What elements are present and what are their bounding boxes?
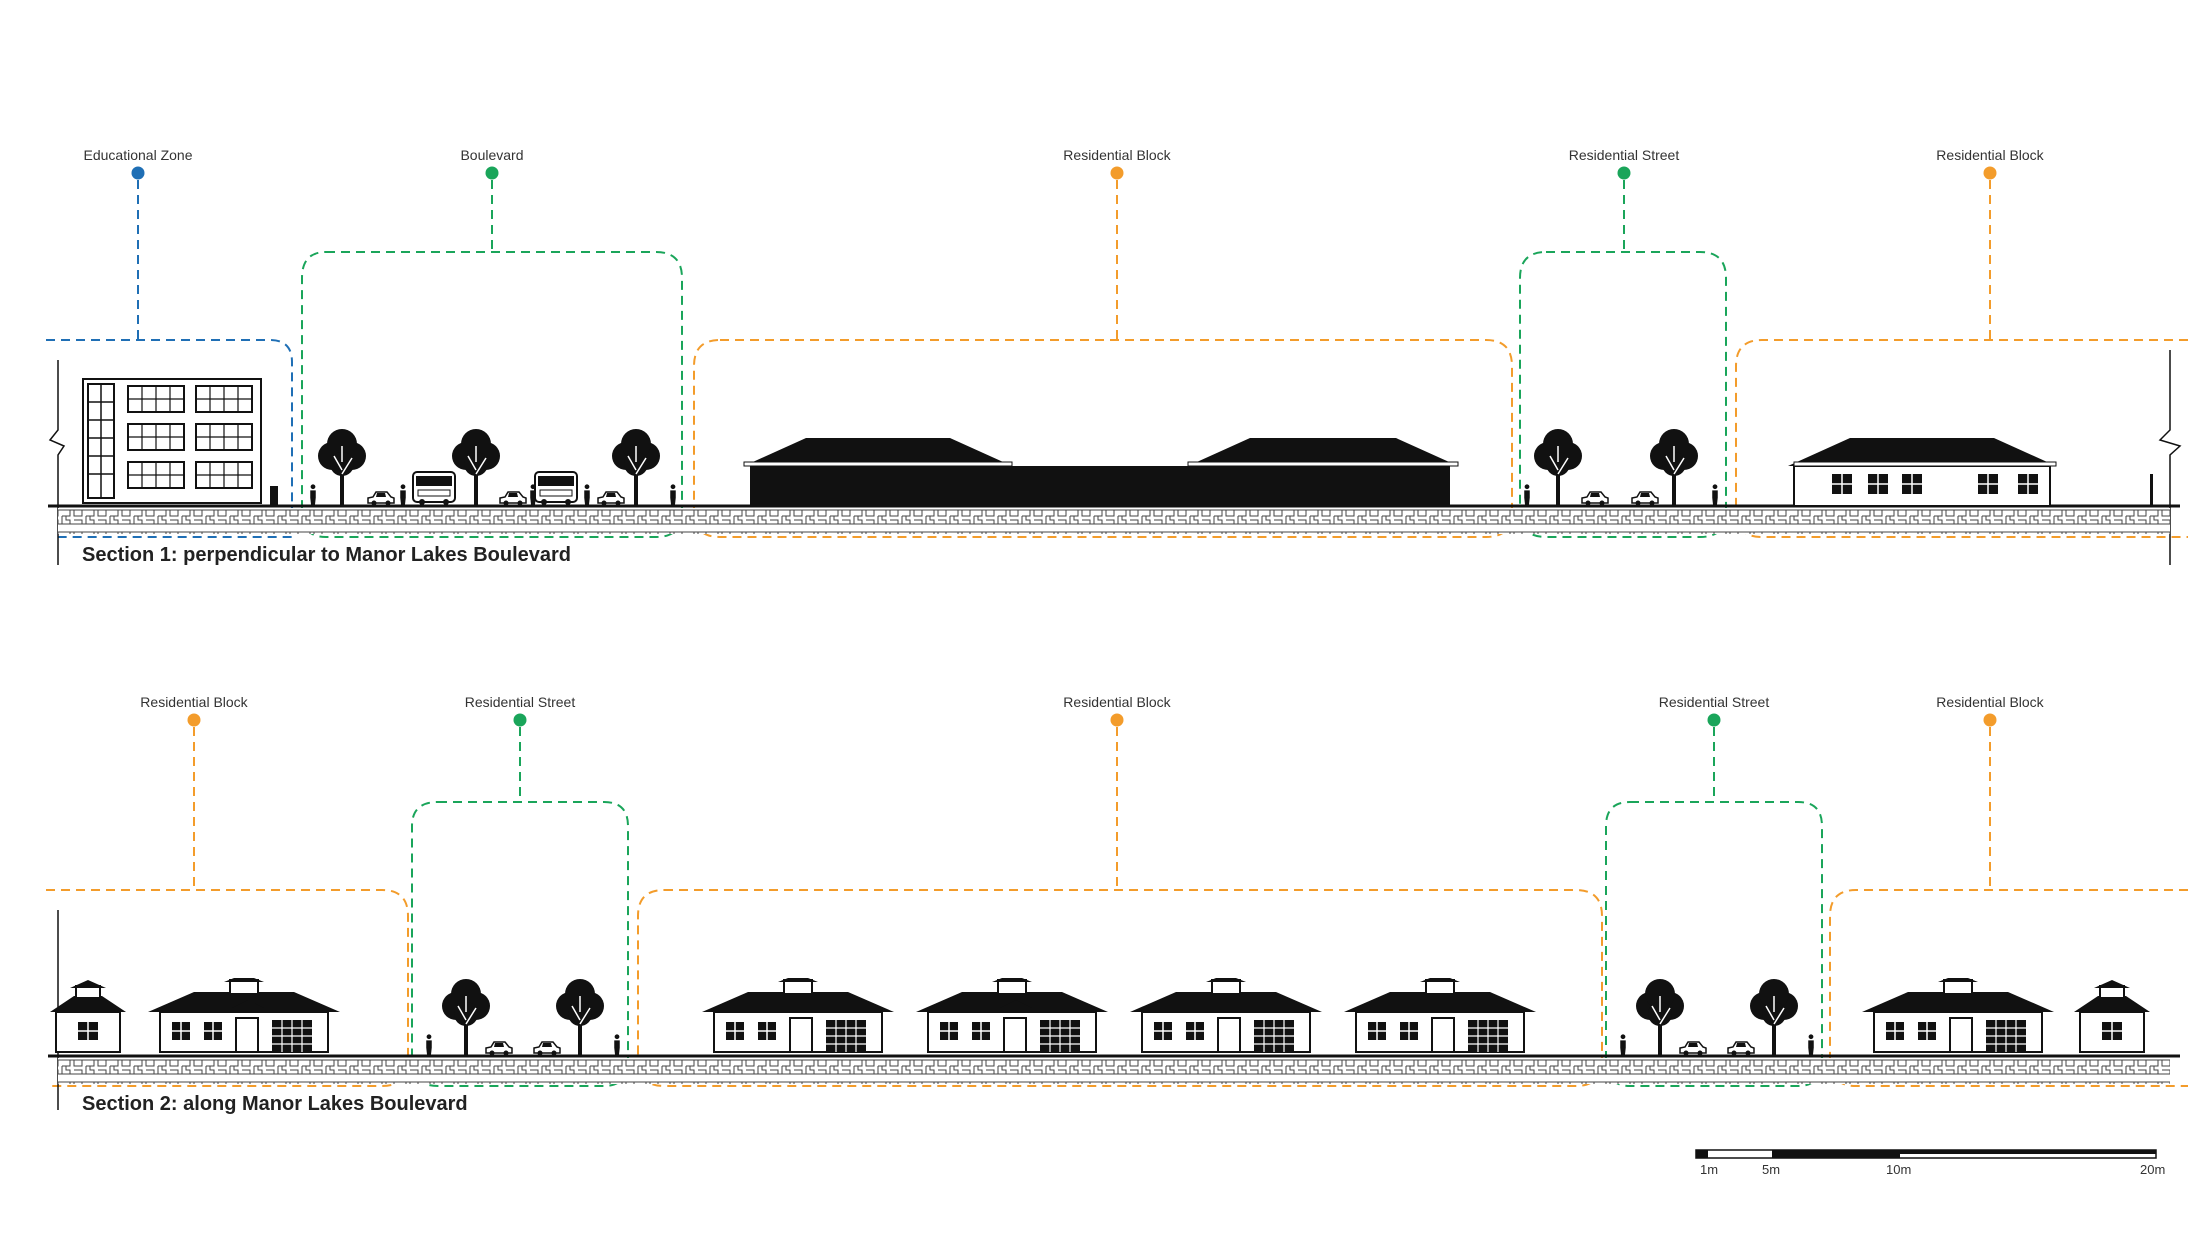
- scale-label-5m: 5m: [1762, 1162, 1780, 1177]
- zone-marker-dot: [1983, 166, 1997, 180]
- zone-label: Residential Street: [1569, 147, 1680, 163]
- section-caption: Section 2: along Manor Lakes Boulevard: [82, 1093, 468, 1115]
- tree-icon: [555, 978, 605, 1056]
- tree-icon: [1749, 978, 1799, 1056]
- zone-marker-dot: [1110, 166, 1124, 180]
- pedestrian-icon: [1808, 1034, 1814, 1056]
- tree-icon: [1649, 428, 1699, 506]
- zone-bracket: [1735, 180, 2188, 538]
- bollard-icon: [270, 486, 278, 506]
- zone-label: Residential Block: [140, 694, 248, 710]
- zone-callout-residential-block: Residential Block: [693, 147, 1513, 538]
- scale-bar-segment: [1772, 1150, 1900, 1158]
- zone-bracket: [46, 727, 409, 1087]
- zone-label: Residential Block: [1936, 694, 2044, 710]
- pedestrian-icon: [1524, 484, 1530, 506]
- house-icon: [701, 978, 895, 1053]
- scale-bar-segment: [1696, 1150, 1708, 1158]
- zone-label: Residential Street: [1659, 694, 1770, 710]
- zone-callout-residential-block: Residential Block: [1829, 694, 2188, 1087]
- zone-marker-dot: [131, 166, 145, 180]
- fence-post-icon: [2150, 474, 2153, 506]
- car-icon: [367, 491, 395, 506]
- house-icon: [2072, 978, 2152, 1054]
- scale-label-1m: 1m: [1700, 1162, 1718, 1177]
- zone-bracket: [301, 180, 683, 538]
- house-icon: [915, 978, 1109, 1053]
- school-building-icon: [82, 378, 262, 504]
- tree-icon: [441, 978, 491, 1056]
- ground-soil-strip: [58, 1058, 2170, 1084]
- car-icon: [1581, 491, 1609, 506]
- pedestrian-icon: [426, 1034, 432, 1056]
- pedestrian-icon: [584, 484, 590, 506]
- house-icon: [1788, 438, 2057, 507]
- scale-bar-segment: [1900, 1150, 2156, 1154]
- house-icon: [48, 978, 128, 1054]
- ground-soil-strip: [58, 508, 2170, 534]
- house-icon: [147, 978, 341, 1053]
- pedestrian-icon: [1712, 484, 1718, 506]
- pedestrian-icon: [310, 484, 316, 506]
- house-icon: [1343, 978, 1537, 1053]
- tree-icon: [1635, 978, 1685, 1056]
- tree-icon: [451, 428, 501, 506]
- zone-label: Residential Street: [465, 694, 576, 710]
- zone-callout-residential-street: Residential Street: [1519, 147, 1727, 538]
- scale-bar: 1m 5m 10m 20m: [1695, 1149, 2165, 1177]
- bus-icon: [534, 471, 578, 506]
- tree-icon: [1533, 428, 1583, 506]
- zone-marker-dot: [1707, 713, 1721, 727]
- zone-label: Boulevard: [460, 147, 523, 163]
- scale-label-20m: 20m: [2140, 1162, 2165, 1177]
- zone-label: Residential Block: [1936, 147, 2044, 163]
- zone-bracket: [637, 727, 1603, 1087]
- scale-label-10m: 10m: [1886, 1162, 1911, 1177]
- car-icon: [1727, 1041, 1755, 1056]
- zone-label: Residential Block: [1063, 694, 1171, 710]
- house-icon: [1861, 978, 2055, 1053]
- zone-label: Educational Zone: [84, 147, 193, 163]
- car-icon: [1679, 1041, 1707, 1056]
- zone-marker-dot: [1617, 166, 1631, 180]
- section-1: Educational Zone Boulevard Residential B…: [46, 147, 2188, 566]
- house-icon: [1129, 978, 1323, 1053]
- pedestrian-icon: [400, 484, 406, 506]
- pedestrian-icon: [1620, 1034, 1626, 1056]
- zone-bracket: [46, 180, 293, 538]
- zone-bracket: [411, 727, 629, 1087]
- zone-callout-residential-street: Residential Street: [411, 694, 629, 1087]
- section-2: Residential Block Residential Street Res…: [46, 694, 2188, 1115]
- tree-icon: [317, 428, 367, 506]
- zone-bracket: [693, 180, 1513, 538]
- zone-callout-residential-street: Residential Street: [1605, 694, 1823, 1087]
- pedestrian-icon: [670, 484, 676, 506]
- zone-marker-dot: [1983, 713, 1997, 727]
- zone-callout-residential-block: Residential Block: [1735, 147, 2188, 538]
- zone-marker-dot: [1110, 713, 1124, 727]
- residential-block-silhouette: [743, 438, 1459, 506]
- bus-icon: [412, 471, 456, 506]
- zone-callout-residential-block: Residential Block: [46, 694, 409, 1087]
- car-icon: [485, 1041, 513, 1056]
- zone-marker-dot: [187, 713, 201, 727]
- car-icon: [499, 491, 527, 506]
- car-icon: [533, 1041, 561, 1056]
- zone-callout-residential-block: Residential Block: [637, 694, 1603, 1087]
- zone-bracket: [1829, 727, 2188, 1087]
- zone-marker-dot: [513, 713, 527, 727]
- zone-label: Residential Block: [1063, 147, 1171, 163]
- car-icon: [597, 491, 625, 506]
- zone-callout-boulevard: Boulevard: [301, 147, 683, 538]
- zone-callout-educational-zone: Educational Zone: [46, 147, 293, 538]
- section-caption: Section 1: perpendicular to Manor Lakes …: [82, 544, 571, 566]
- zone-bracket: [1605, 727, 1823, 1087]
- car-icon: [1631, 491, 1659, 506]
- zone-marker-dot: [485, 166, 499, 180]
- break-line-right: [2158, 350, 2182, 565]
- pedestrian-icon: [614, 1034, 620, 1056]
- break-line-left: [48, 360, 66, 565]
- zone-bracket: [1519, 180, 1727, 538]
